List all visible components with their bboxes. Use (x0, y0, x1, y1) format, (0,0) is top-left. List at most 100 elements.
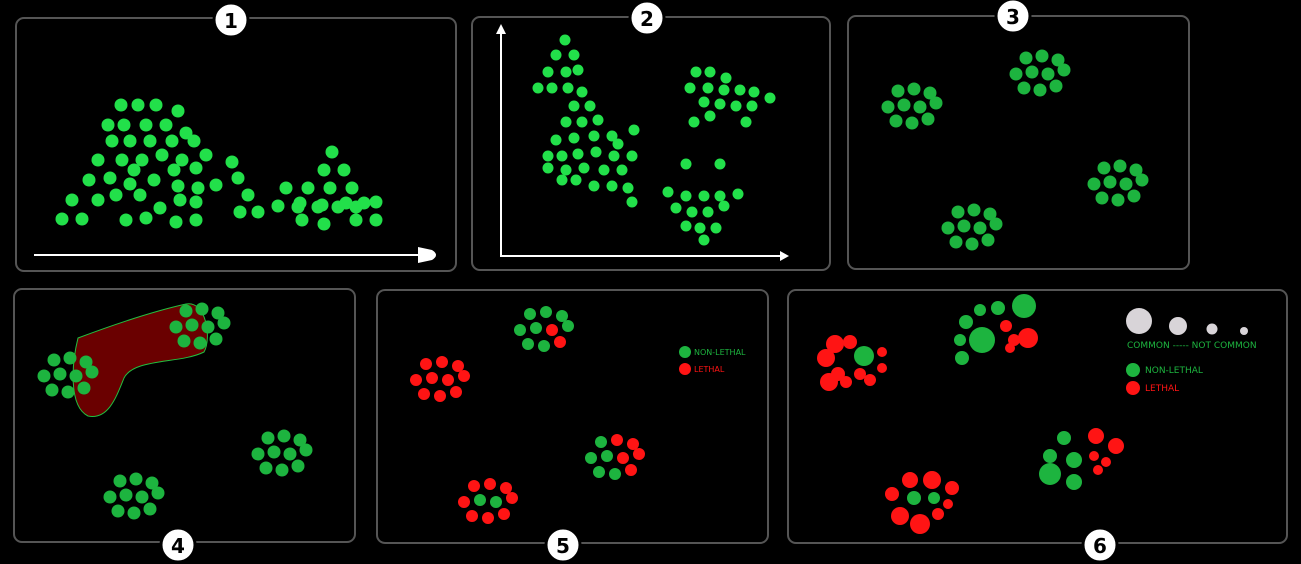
data-dot (889, 114, 903, 128)
data-dot (854, 368, 866, 380)
data-dot (199, 148, 213, 162)
data-dot (949, 235, 963, 249)
data-dot (45, 383, 59, 397)
data-dot (748, 86, 760, 98)
data-dot (584, 100, 596, 112)
data-dot (698, 96, 710, 108)
data-dot (105, 134, 119, 148)
data-dot (420, 358, 432, 370)
data-dot (349, 200, 363, 214)
legend6-lethal-label: LETHAL (1145, 384, 1179, 394)
data-dot (1012, 294, 1036, 318)
data-dot (907, 82, 921, 96)
data-dot (1051, 53, 1065, 67)
size-legend-medium (1169, 317, 1187, 335)
arrow-head-icon (418, 247, 436, 263)
data-dot (983, 207, 997, 221)
data-dot (991, 301, 1005, 315)
data-dot (704, 110, 716, 122)
data-dot (578, 162, 590, 174)
data-dot (1089, 451, 1099, 461)
data-dot (550, 49, 562, 61)
data-dot (568, 49, 580, 61)
data-dot (426, 372, 438, 384)
data-dot (550, 134, 562, 146)
data-dot (231, 171, 245, 185)
data-dot (233, 205, 247, 219)
data-dot (251, 205, 265, 219)
panel-2 (471, 16, 831, 271)
data-dot (538, 340, 550, 352)
data-dot (680, 190, 692, 202)
data-dot (680, 220, 692, 232)
data-dot (559, 34, 571, 46)
data-dot (468, 480, 480, 492)
data-dot (189, 213, 203, 227)
data-dot (530, 322, 542, 334)
data-dot (662, 186, 674, 198)
data-dot (1057, 63, 1071, 77)
data-dot (153, 201, 167, 215)
size-legend-label: COMMON ----- NOT COMMON (1127, 341, 1257, 351)
data-dot (764, 92, 776, 104)
data-dot (967, 203, 981, 217)
data-dot (540, 306, 552, 318)
data-dot (1008, 334, 1020, 346)
data-dot (720, 72, 732, 84)
data-dot (702, 206, 714, 218)
data-dot (955, 351, 969, 365)
data-dot (910, 514, 930, 534)
data-dot (1039, 463, 1061, 485)
data-dot (921, 112, 935, 126)
data-dot (843, 335, 857, 349)
data-dot (542, 66, 554, 78)
data-dot (1119, 177, 1133, 191)
data-dot (907, 491, 921, 505)
data-dot (1043, 449, 1057, 463)
legend6-lethal-swatch (1126, 381, 1140, 395)
data-dot (143, 502, 157, 516)
data-dot (317, 163, 331, 177)
data-dot (123, 177, 137, 191)
data-dot (576, 86, 588, 98)
data-dot (606, 130, 618, 142)
data-dot (169, 320, 183, 334)
data-dot (616, 164, 628, 176)
data-dot (560, 164, 572, 176)
data-dot (135, 153, 149, 167)
data-dot (714, 98, 726, 110)
data-dot (601, 450, 613, 462)
data-dot (1113, 159, 1127, 173)
data-dot (117, 118, 131, 132)
data-dot (1017, 81, 1031, 95)
data-dot (965, 237, 979, 251)
data-dot (75, 212, 89, 226)
data-dot (951, 205, 965, 219)
svg-text:6: 6 (1093, 534, 1107, 558)
data-dot (1088, 428, 1104, 444)
arrow-up-icon (496, 24, 506, 34)
data-dot (954, 334, 966, 346)
data-dot (542, 162, 554, 174)
data-dot (109, 188, 123, 202)
data-dot (217, 316, 231, 330)
data-dot (913, 100, 927, 114)
data-dot (114, 98, 128, 112)
data-dot (119, 213, 133, 227)
data-dot (626, 150, 638, 162)
data-dot (718, 200, 730, 212)
data-dot (275, 463, 289, 477)
data-dot (532, 82, 544, 94)
data-dot (113, 474, 127, 488)
data-dot (704, 66, 716, 78)
data-dot (267, 445, 281, 459)
svg-text:2: 2 (640, 7, 654, 31)
data-dot (323, 181, 337, 195)
data-dot (1097, 161, 1111, 175)
data-dot (840, 376, 852, 388)
data-dot (1049, 79, 1063, 93)
legend6-non-lethal-swatch (1126, 363, 1140, 377)
data-dot (714, 158, 726, 170)
data-dot (588, 180, 600, 192)
data-dot (595, 436, 607, 448)
